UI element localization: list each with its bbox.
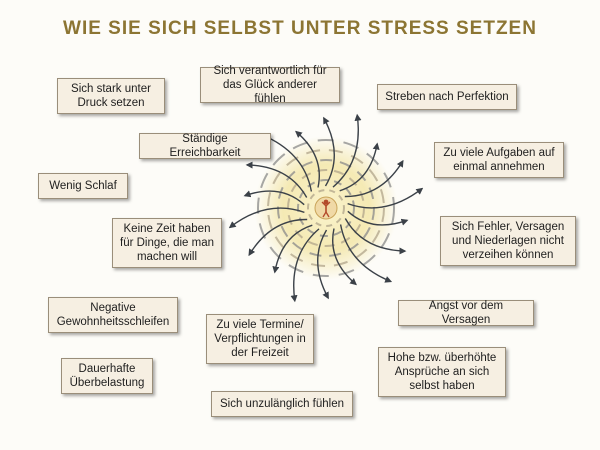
cause-box-gewohnheit: Negative Gewohnheitsschleifen [48, 297, 178, 333]
stress-arrow [347, 210, 409, 226]
cause-text: Wenig Schlaf [49, 180, 117, 192]
cause-text: Streben nach Perfektion [385, 91, 509, 103]
cause-box-termine: Zu viele Termine/ Verpflichtungen in der… [206, 314, 314, 364]
cause-text: Zu viele Aufgaben auf einmal annehmen [443, 147, 555, 173]
cause-text: Zu viele Termine/ Verpflichtungen in der… [214, 319, 306, 359]
stress-arrow [332, 228, 357, 286]
cause-box-verantwortlich: Sich verantwortlich für das Glück andere… [200, 65, 340, 105]
stress-ring [297, 179, 355, 237]
stress-arrow [339, 224, 393, 283]
stress-ring [257, 139, 395, 277]
cause-text: Sich unzulänglich fühlen [219, 398, 345, 410]
stress-arrow [295, 130, 320, 188]
stress-arrow [339, 142, 380, 192]
stress-ring [267, 149, 385, 267]
cause-text: Sich verantwortlich für das Glück andere… [213, 65, 327, 105]
cause-text: Hohe bzw. überhöhte Ansprüche an sich se… [387, 352, 497, 392]
stress-arrow [332, 113, 362, 188]
stress-arrow [344, 218, 407, 255]
stressed-person-icon [314, 196, 338, 220]
stress-arrow [272, 224, 313, 274]
cause-box-dauer: Dauerhafte Überbelastung [61, 358, 153, 394]
cause-text: Dauerhafte Überbelastung [69, 363, 145, 389]
stress-arrow [347, 187, 424, 209]
cause-box-unzulaenglich: Sich unzulänglich fühlen [211, 391, 353, 417]
stress-arrow [243, 190, 305, 206]
cause-text: Keine Zeit haben für Dinge, die man mach… [120, 223, 214, 263]
stress-arrow [290, 228, 320, 303]
cause-box-schlaf: Wenig Schlaf [38, 173, 128, 199]
cause-box-fehler: Sich Fehler, Versagen und Niederlagen ni… [440, 216, 576, 266]
stress-ring [307, 189, 345, 227]
stress-arrow [228, 207, 305, 229]
cause-text: Ständige Erreichbarkeit [169, 133, 241, 159]
stress-arrow [248, 218, 308, 257]
cause-box-zeit: Keine Zeit haben für Dinge, die man mach… [112, 218, 222, 268]
stress-arrow [245, 161, 308, 198]
cause-text: Negative Gewohnheitsschleifen [56, 302, 170, 328]
cause-box-angst: Angst vor dem Versagen [398, 300, 534, 326]
cause-box-perfektion: Streben nach Perfektion [377, 84, 517, 110]
cause-box-erreichbarkeit: Ständige Erreichbarkeit [139, 133, 271, 159]
cause-text: Sich stark unter Druck setzen [71, 83, 151, 109]
diagram-title: WIE SIE SICH SELBST UNTER STRESS SETZEN [63, 18, 537, 39]
stress-arrow [344, 159, 404, 198]
cause-box-aufgaben: Zu viele Aufgaben auf einmal annehmen [434, 142, 564, 178]
cause-box-ansprueche: Hohe bzw. überhöhte Ansprüche an sich se… [378, 347, 506, 397]
stress-arrows [228, 113, 424, 303]
cause-box-druck: Sich stark unter Druck setzen [57, 78, 165, 114]
stress-arrow [323, 116, 335, 187]
cause-text: Sich Fehler, Versagen und Niederlagen ni… [451, 221, 565, 261]
cause-text: Angst vor dem Versagen [428, 300, 504, 326]
stress-arrow [317, 229, 329, 300]
